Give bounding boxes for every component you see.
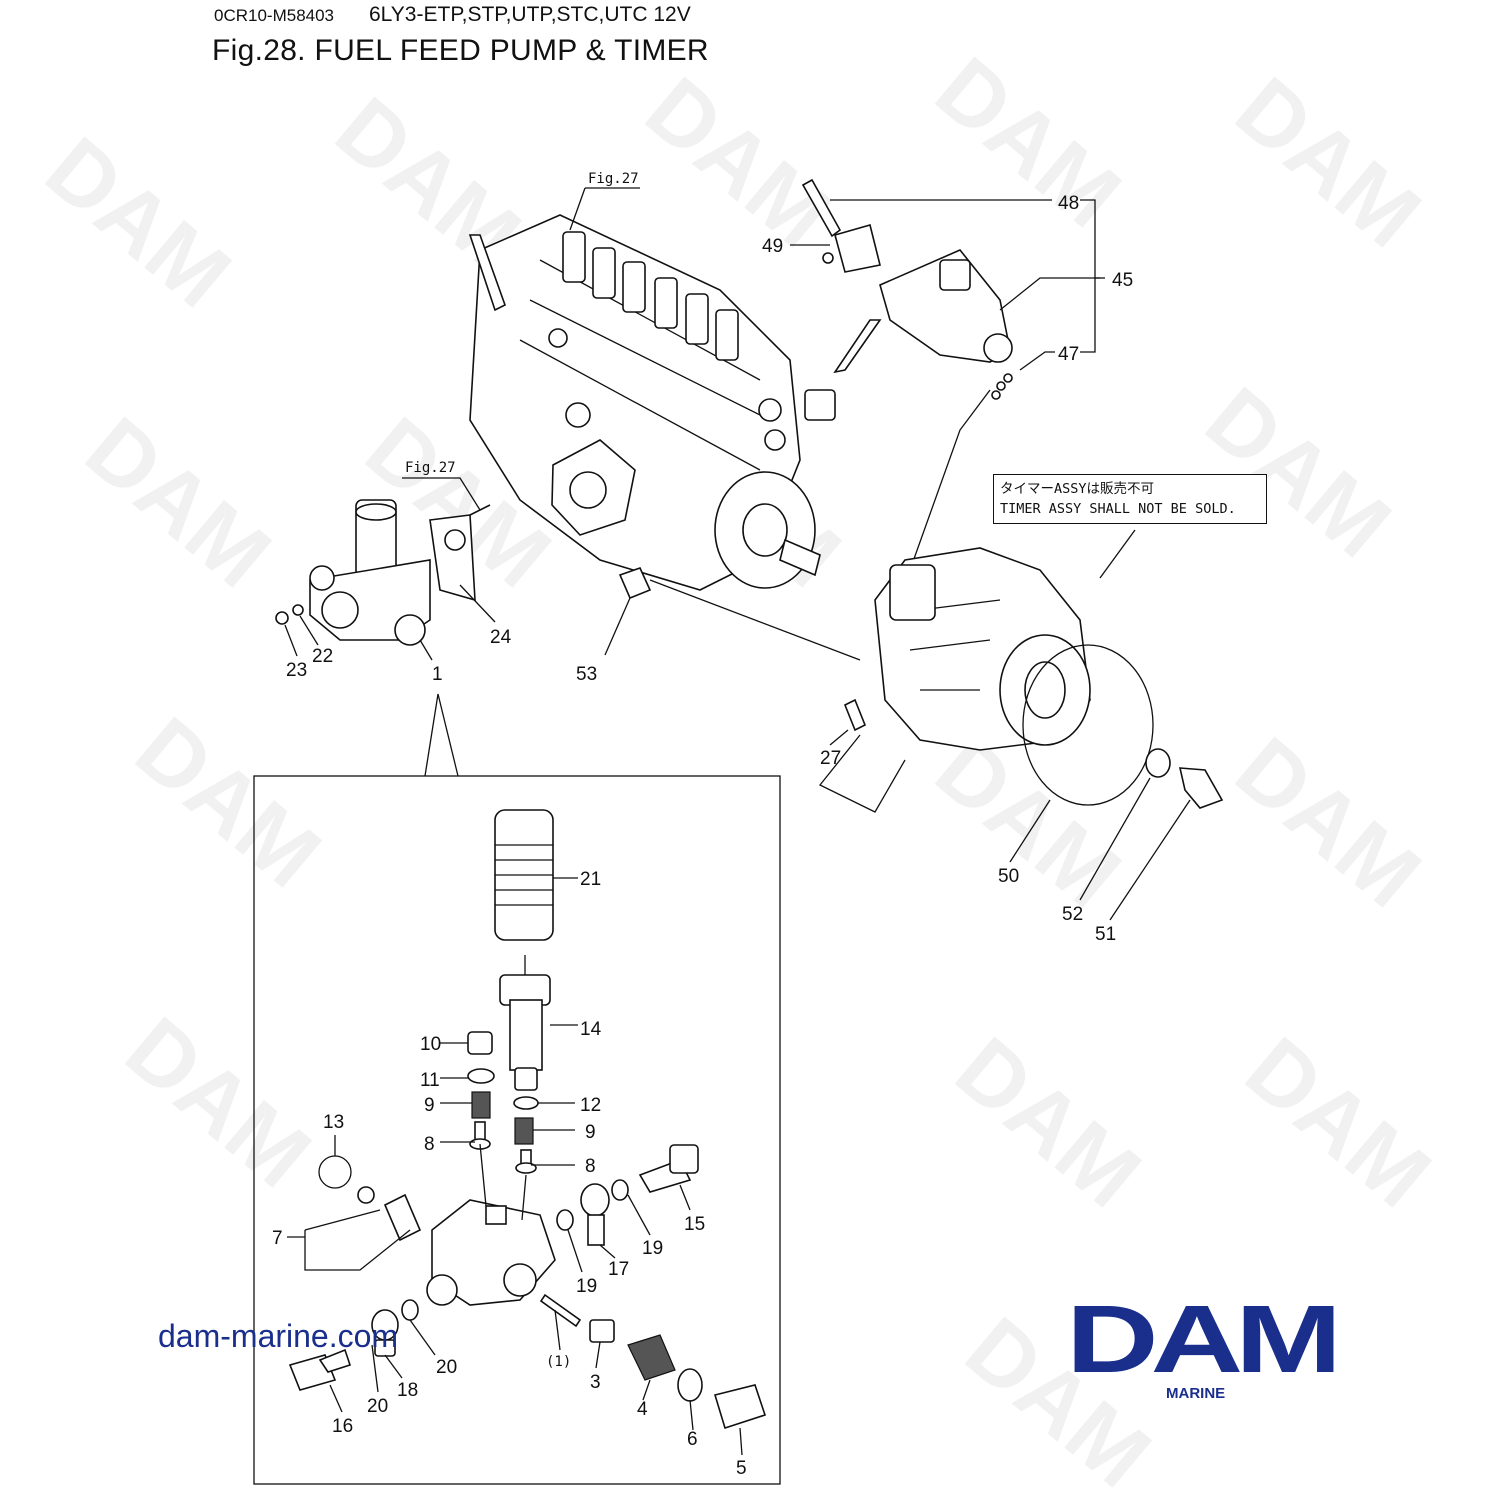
fig27-ref-left: Fig.27 (402, 460, 481, 511)
label-11: 11 (420, 1070, 440, 1091)
label-27: 27 (820, 748, 841, 769)
label-14: 14 (580, 1019, 602, 1040)
label-10: 10 (420, 1034, 441, 1055)
svg-text:DAM: DAM (1187, 369, 1408, 577)
svg-text:DAM: DAM (627, 59, 848, 267)
label-19a: 19 (576, 1276, 597, 1297)
label-23: 23 (286, 660, 307, 681)
svg-text:DAM: DAM (917, 39, 1138, 247)
label-50: 50 (998, 866, 1019, 887)
svg-text:DAM: DAM (117, 699, 338, 907)
feed-pump-exploded-parts (288, 809, 767, 1430)
part-labels: 48 49 45 47 23 22 1 24 53 27 50 52 51 21… (272, 193, 1133, 1479)
svg-text:DAM: DAM (1217, 59, 1438, 267)
label-16: 16 (332, 1416, 353, 1437)
timer-assy-note: タイマーASSYは販売不可 TIMER ASSY SHALL NOT BE SO… (993, 474, 1267, 524)
label-18: 18 (397, 1380, 418, 1401)
label-7: 7 (272, 1228, 283, 1249)
label-20b: 20 (436, 1357, 457, 1378)
engine-models: 6LY3-ETP,STP,UTP,STC,UTC 12V (369, 3, 691, 26)
label-21: 21 (580, 869, 601, 890)
label-48: 48 (1058, 193, 1079, 214)
label-12: 12 (580, 1095, 601, 1116)
label-20a: 20 (367, 1396, 388, 1417)
label-9b: 9 (585, 1122, 596, 1143)
label-6: 6 (687, 1429, 698, 1450)
dam-marine-logo: DAM MARINE (1066, 1306, 1334, 1402)
svg-text:DAM: DAM (1066, 1306, 1334, 1393)
label-8b: 8 (585, 1156, 596, 1177)
label-3: 3 (590, 1372, 601, 1393)
fig27-ref-top: Fig.27 (569, 171, 640, 231)
label-49: 49 (762, 236, 783, 257)
label-52: 52 (1062, 904, 1083, 925)
figure-title: Fig.28. FUEL FEED PUMP & TIMER (212, 34, 709, 67)
timer-housing (649, 547, 1224, 809)
label-45: 45 (1112, 270, 1133, 291)
label-13: 13 (323, 1112, 344, 1133)
label-1-sub: (1) (546, 1354, 571, 1370)
label-24: 24 (490, 627, 512, 648)
label-22: 22 (312, 646, 333, 667)
label-53: 53 (576, 664, 597, 685)
label-4: 4 (637, 1399, 648, 1420)
website-link[interactable]: dam-marine.com (158, 1318, 399, 1354)
feed-pump-assembly (275, 499, 652, 646)
svg-text:DAM: DAM (1227, 1019, 1448, 1227)
svg-text:DAM: DAM (917, 719, 1138, 927)
svg-text:DAM: DAM (27, 119, 248, 327)
timer-actuator (801, 178, 1013, 571)
svg-text:MARINE: MARINE (1166, 1385, 1225, 1402)
svg-text:DAM: DAM (937, 1019, 1158, 1227)
document-code: 0CR10-M58403 (214, 6, 335, 25)
label-15: 15 (684, 1214, 705, 1235)
label-47: 47 (1058, 344, 1079, 365)
svg-text:DAM: DAM (67, 399, 288, 607)
label-5: 5 (736, 1458, 747, 1479)
note-line-english: TIMER ASSY SHALL NOT BE SOLD. (1000, 501, 1236, 517)
label-9a: 9 (424, 1095, 435, 1116)
leader-lines (284, 199, 1191, 1456)
label-51: 51 (1095, 924, 1116, 945)
label-17: 17 (608, 1259, 629, 1280)
injection-pump (468, 214, 821, 591)
svg-text:DAM: DAM (1217, 719, 1438, 927)
label-19b: 19 (642, 1238, 663, 1259)
svg-text:Fig.27: Fig.27 (405, 460, 456, 476)
label-1: 1 (432, 664, 443, 685)
svg-text:DAM: DAM (107, 999, 328, 1207)
watermark-layer: DAM DAM DAM DAM DAM DAM DAM DAM DAM DAM … (27, 39, 1448, 1488)
svg-text:Fig.27: Fig.27 (588, 171, 639, 187)
note-line-japanese: タイマーASSYは販売不可 (1000, 481, 1155, 497)
label-8a: 8 (424, 1134, 435, 1155)
feed-pump-detail-frame (253, 693, 781, 1485)
